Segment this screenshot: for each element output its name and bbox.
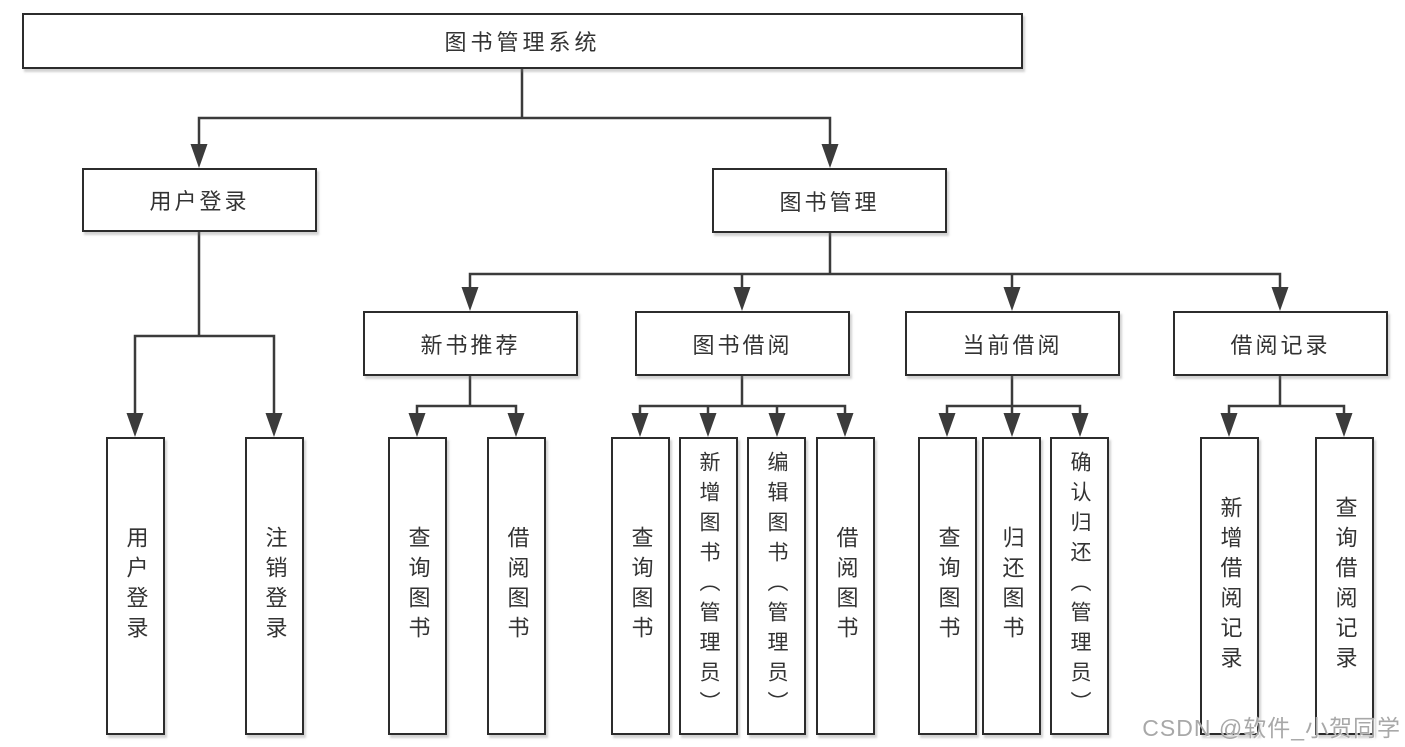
leaf-borrow-books-recommend: 借阅图书 — [487, 437, 546, 735]
node-user-login: 用户登录 — [82, 168, 317, 232]
leaf-confirm-return-admin: 确认归还（管理员） — [1050, 437, 1109, 735]
leaf-logout: 注销登录 — [245, 437, 304, 735]
connector-level3-bracket — [468, 272, 1282, 288]
leaf-query-books-recommend: 查询图书 — [388, 437, 447, 735]
leaf-borrow-books-borrowing: 借阅图书 — [816, 437, 875, 735]
watermark-text: CSDN @软件_小贺同学 — [1142, 715, 1401, 741]
leaf-user-login: 用户登录 — [106, 437, 165, 735]
node-library-system: 图书管理系统 — [22, 13, 1023, 69]
leaf-return-books: 归还图书 — [982, 437, 1041, 735]
node-new-book-recommend: 新书推荐 — [363, 311, 578, 376]
node-book-borrowing: 图书借阅 — [635, 311, 850, 376]
connector-user-login-bracket — [133, 334, 276, 414]
node-borrowing-records: 借阅记录 — [1173, 311, 1388, 376]
leaf-edit-books-admin: 编辑图书（管理员） — [747, 437, 806, 735]
connector-current-borrowing-bracket — [945, 404, 1082, 414]
leaf-query-borrow-record: 查询借阅记录 — [1315, 437, 1374, 735]
node-current-borrowing: 当前借阅 — [905, 311, 1120, 376]
leaf-add-borrow-record: 新增借阅记录 — [1200, 437, 1259, 735]
connector-book-borrowing-bracket — [638, 404, 847, 414]
leaf-query-books-borrowing: 查询图书 — [611, 437, 670, 735]
arrowheads — [126, 144, 1353, 437]
node-book-management: 图书管理 — [712, 168, 947, 233]
leaf-add-books-admin: 新增图书（管理员） — [679, 437, 738, 735]
connector-level2-bracket — [197, 116, 832, 146]
leaf-query-books-current: 查询图书 — [918, 437, 977, 735]
connector-new-book-bracket — [415, 404, 518, 414]
connector-borrow-records-bracket — [1227, 404, 1346, 414]
